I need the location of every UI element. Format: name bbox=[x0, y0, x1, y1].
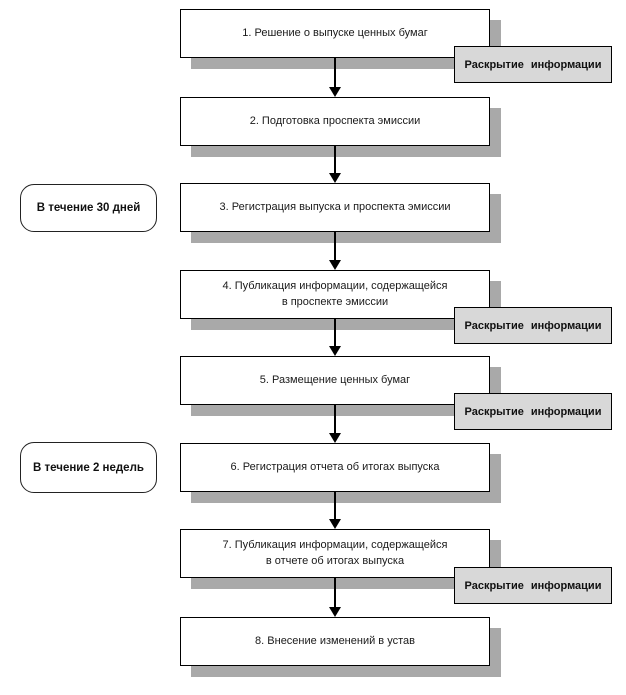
step-box-7: 7. Публикация информации, содержащейся в… bbox=[180, 529, 490, 578]
step-box-4: 4. Публикация информации, содержащейся в… bbox=[180, 270, 490, 319]
arrow-line bbox=[334, 58, 336, 89]
disclosure-box-step-5: Раскрытие информации bbox=[454, 393, 612, 430]
step-box-5: 5. Размещение ценных бумаг bbox=[180, 356, 490, 405]
arrow-head-icon bbox=[329, 607, 341, 617]
step-box-1: 1. Решение о выпуске ценных бумаг bbox=[180, 9, 490, 58]
arrow-head-icon bbox=[329, 173, 341, 183]
disclosure-box-step-4: Раскрытие информации bbox=[454, 307, 612, 344]
step-box-6: 6. Регистрация отчета об итогах выпуска bbox=[180, 443, 490, 492]
arrow-head-icon bbox=[329, 519, 341, 529]
time-label-30-days: В течение 30 дней bbox=[20, 184, 157, 232]
flow-arrow-down-icon bbox=[329, 146, 341, 183]
disclosure-label: Раскрытие информации bbox=[464, 319, 602, 332]
flow-arrow-down-icon bbox=[329, 319, 341, 356]
arrow-head-icon bbox=[329, 433, 341, 443]
step-label: 5. Размещение ценных бумаг bbox=[259, 373, 411, 386]
time-label-2-weeks: В течение 2 недель bbox=[20, 442, 157, 493]
disclosure-box-step-7: Раскрытие информации bbox=[454, 567, 612, 604]
arrow-line bbox=[334, 578, 336, 609]
step-label: 6. Регистрация отчета об итогах выпуска bbox=[230, 460, 440, 473]
arrow-line bbox=[334, 319, 336, 348]
time-label-text: В течение 2 недель bbox=[33, 461, 144, 474]
step-label: 4. Публикация информации, содержащейся в… bbox=[222, 279, 448, 308]
flow-arrow-down-icon bbox=[329, 405, 341, 443]
arrow-line bbox=[334, 232, 336, 262]
disclosure-label: Раскрытие информации bbox=[464, 58, 602, 71]
step-label: 8. Внесение изменений в устав bbox=[255, 634, 415, 647]
flow-arrow-down-icon bbox=[329, 58, 341, 97]
flow-arrow-down-icon bbox=[329, 578, 341, 617]
arrow-line bbox=[334, 405, 336, 435]
arrow-line bbox=[334, 492, 336, 521]
arrow-head-icon bbox=[329, 87, 341, 97]
disclosure-label: Раскрытие информации bbox=[464, 405, 602, 418]
flow-arrow-down-icon bbox=[329, 492, 341, 529]
arrow-head-icon bbox=[329, 346, 341, 356]
arrow-head-icon bbox=[329, 260, 341, 270]
time-label-text: В течение 30 дней bbox=[36, 202, 141, 214]
step-label: 7. Публикация информации, содержащейся в… bbox=[222, 538, 448, 567]
step-label: 2. Подготовка проспекта эмиссии bbox=[249, 114, 421, 127]
step-box-3: 3. Регистрация выпуска и проспекта эмисс… bbox=[180, 183, 490, 232]
disclosure-label: Раскрытие информации bbox=[464, 579, 602, 592]
disclosure-box-step-1: Раскрытие информации bbox=[454, 46, 612, 83]
step-label: 1. Решение о выпуске ценных бумаг bbox=[242, 26, 428, 39]
arrow-line bbox=[334, 146, 336, 175]
step-box-2: 2. Подготовка проспекта эмиссии bbox=[180, 97, 490, 146]
step-label: 3. Регистрация выпуска и проспекта эмисс… bbox=[219, 200, 451, 213]
step-box-8: 8. Внесение изменений в устав bbox=[180, 617, 490, 666]
flow-arrow-down-icon bbox=[329, 232, 341, 270]
